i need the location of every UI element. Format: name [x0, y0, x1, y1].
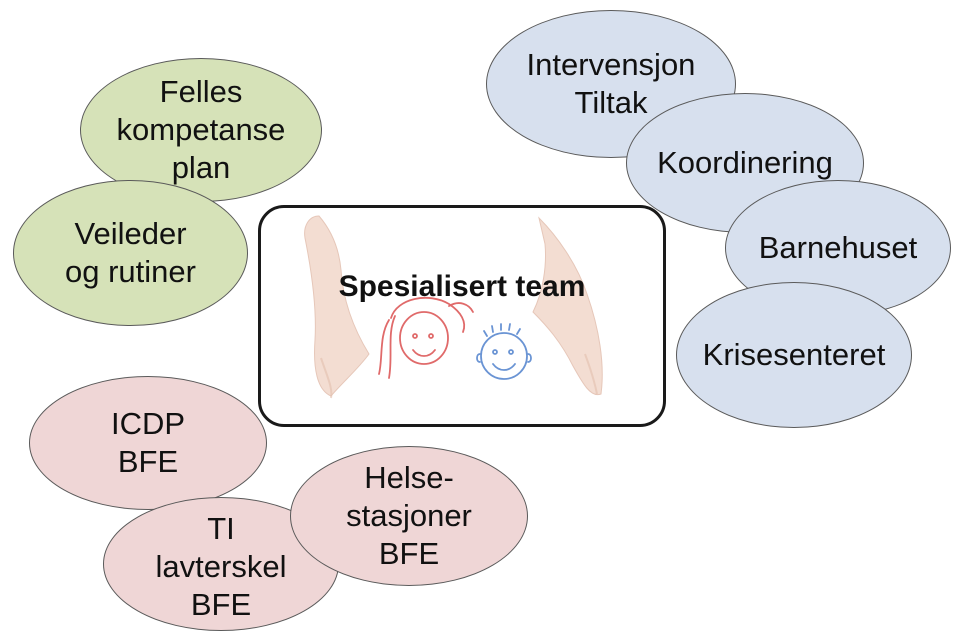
boy-face-drawing: [476, 323, 532, 380]
right-hand-shape: [532, 216, 603, 396]
node-line: stasjoner: [346, 498, 472, 534]
node-line: Intervensjon: [526, 47, 696, 83]
node-line: og rutiner: [65, 254, 196, 289]
center-title: Spesialisert team: [338, 270, 586, 303]
node-felles-kompetanseplan: Felles kompetanse plan: [80, 58, 322, 202]
node-line: Veileder: [74, 216, 187, 252]
node-line: BFE: [117, 444, 179, 479]
node-veileder-rutiner: Veileder og rutiner: [13, 180, 248, 326]
node-line: BFE: [190, 586, 252, 622]
center-team-box: Spesialisert team: [258, 205, 666, 427]
node-line: BFE: [378, 535, 440, 571]
node-line: Tiltak: [574, 85, 648, 120]
node-line: Krisesenteret: [702, 337, 886, 373]
girl-face-drawing: [378, 296, 474, 379]
node-ti-lavterskel-bfe: TI lavterskel BFE: [103, 497, 339, 631]
node-line: plan: [171, 149, 231, 185]
node-line: TI: [207, 511, 235, 547]
node-line: Helse-: [364, 460, 454, 496]
node-line: Felles: [159, 74, 243, 110]
node-line: kompetanse: [116, 112, 286, 148]
hands-children-illustration: [304, 215, 603, 399]
node-line: ICDP: [110, 406, 186, 442]
node-line: lavterskel: [155, 549, 287, 585]
left-hand-shape: [304, 215, 370, 397]
node-line: Barnehuset: [758, 230, 918, 266]
node-krisesenteret: Krisesenteret: [676, 282, 912, 428]
node-icdp-bfe: ICDP BFE: [29, 376, 267, 510]
node-line: Koordinering: [657, 145, 833, 181]
node-helsestasjoner-bfe: Helse- stasjoner BFE: [290, 446, 528, 586]
